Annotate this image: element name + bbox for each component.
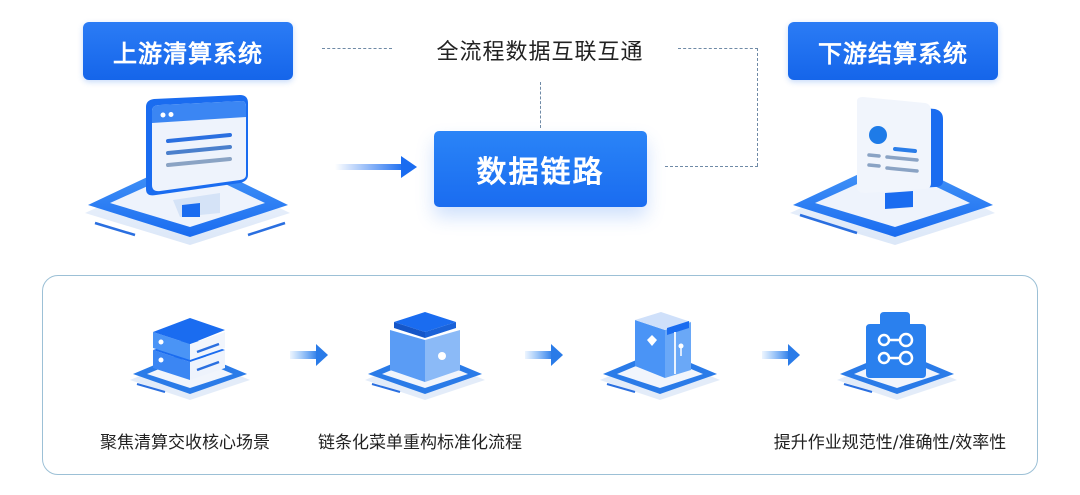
arrow-right-icon bbox=[525, 344, 563, 366]
upstream-system-label: 上游清算系统 bbox=[83, 22, 293, 80]
step-label-1: 聚焦清算交收核心场景 bbox=[100, 433, 270, 453]
step-label-4: 提升作业规范性/准确性/效率性 bbox=[773, 433, 1007, 453]
arrow-right-icon bbox=[762, 344, 800, 366]
data-link-box: 数据链路 bbox=[434, 131, 647, 207]
arrow-right-icon bbox=[335, 156, 417, 178]
arrow-right-icon bbox=[290, 344, 328, 366]
downstream-system-label: 下游结算系统 bbox=[788, 22, 998, 80]
flow-node-icon bbox=[837, 312, 957, 400]
server-stack-icon bbox=[130, 318, 250, 400]
open-box-icon bbox=[600, 312, 720, 400]
upstream-monitor-icon bbox=[85, 95, 290, 245]
cube-icon bbox=[365, 312, 485, 400]
connection-title: 全流程数据互联互通 bbox=[436, 40, 644, 65]
dashed-connector-center bbox=[540, 82, 541, 128]
dashed-connector-right-vertical bbox=[757, 48, 758, 166]
step-label-2: 链条化菜单重构标准化流程 bbox=[318, 433, 522, 453]
dashed-connector-right bbox=[678, 48, 758, 49]
dashed-connector-left bbox=[322, 48, 392, 49]
dashed-connector-right-bottom bbox=[665, 166, 758, 167]
downstream-document-icon bbox=[790, 97, 995, 245]
